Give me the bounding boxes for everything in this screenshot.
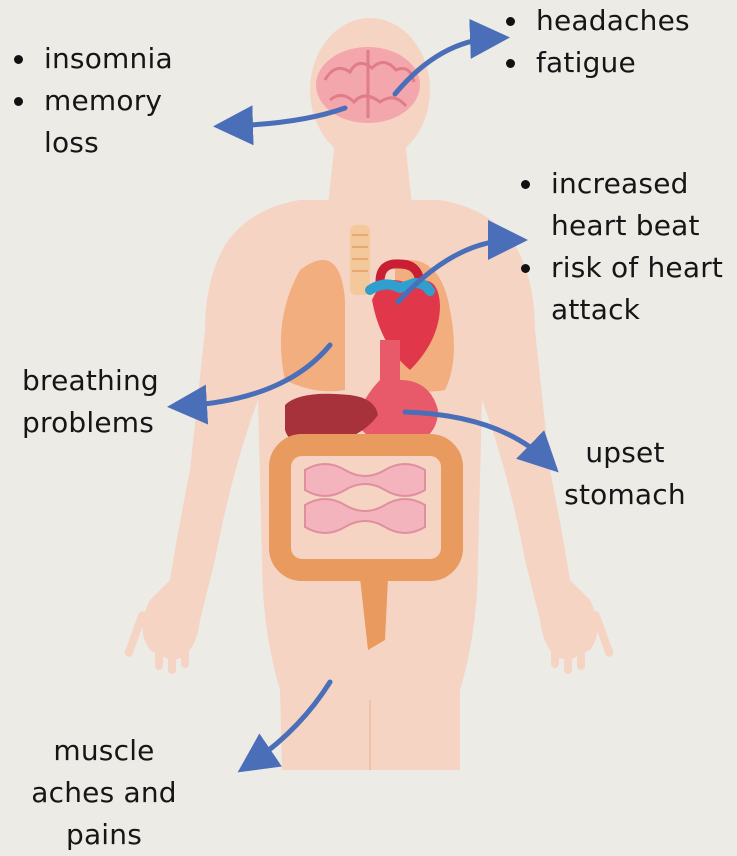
- symptom-item: memory loss: [8, 80, 173, 164]
- trachea: [350, 225, 370, 295]
- lung-symptom: breathing problems: [22, 360, 159, 444]
- symptom-line: risk of heart: [551, 247, 723, 289]
- symptom-item: increased heart beat: [515, 163, 723, 247]
- symptom-line: loss: [44, 122, 173, 164]
- stomach-symptom: upset stomach: [555, 432, 695, 516]
- neck: [328, 140, 412, 205]
- brain-right-symptoms: headaches fatigue: [500, 0, 690, 84]
- symptom-line: muscle: [20, 730, 188, 772]
- symptom-item: risk of heart attack: [515, 247, 723, 331]
- symptom-item: fatigue: [500, 42, 690, 84]
- heart-symptoms: increased heart beat risk of heart attac…: [515, 163, 723, 331]
- symptom-item: insomnia: [8, 38, 173, 80]
- muscle-symptom: muscle aches and pains: [20, 730, 188, 856]
- brain-left-symptoms: insomnia memory loss: [8, 38, 173, 164]
- symptom-line: upset: [555, 432, 695, 474]
- symptom-line: pains: [20, 814, 188, 856]
- symptom-item: headaches: [500, 0, 690, 42]
- symptom-line: breathing: [22, 360, 159, 402]
- symptom-line: increased: [551, 163, 723, 205]
- symptom-line: aches and: [20, 772, 188, 814]
- symptom-line: stomach: [555, 474, 695, 516]
- symptom-line: heart beat: [551, 205, 723, 247]
- symptom-line: problems: [22, 402, 159, 444]
- symptom-line: memory: [44, 80, 173, 122]
- symptom-line: attack: [551, 289, 723, 331]
